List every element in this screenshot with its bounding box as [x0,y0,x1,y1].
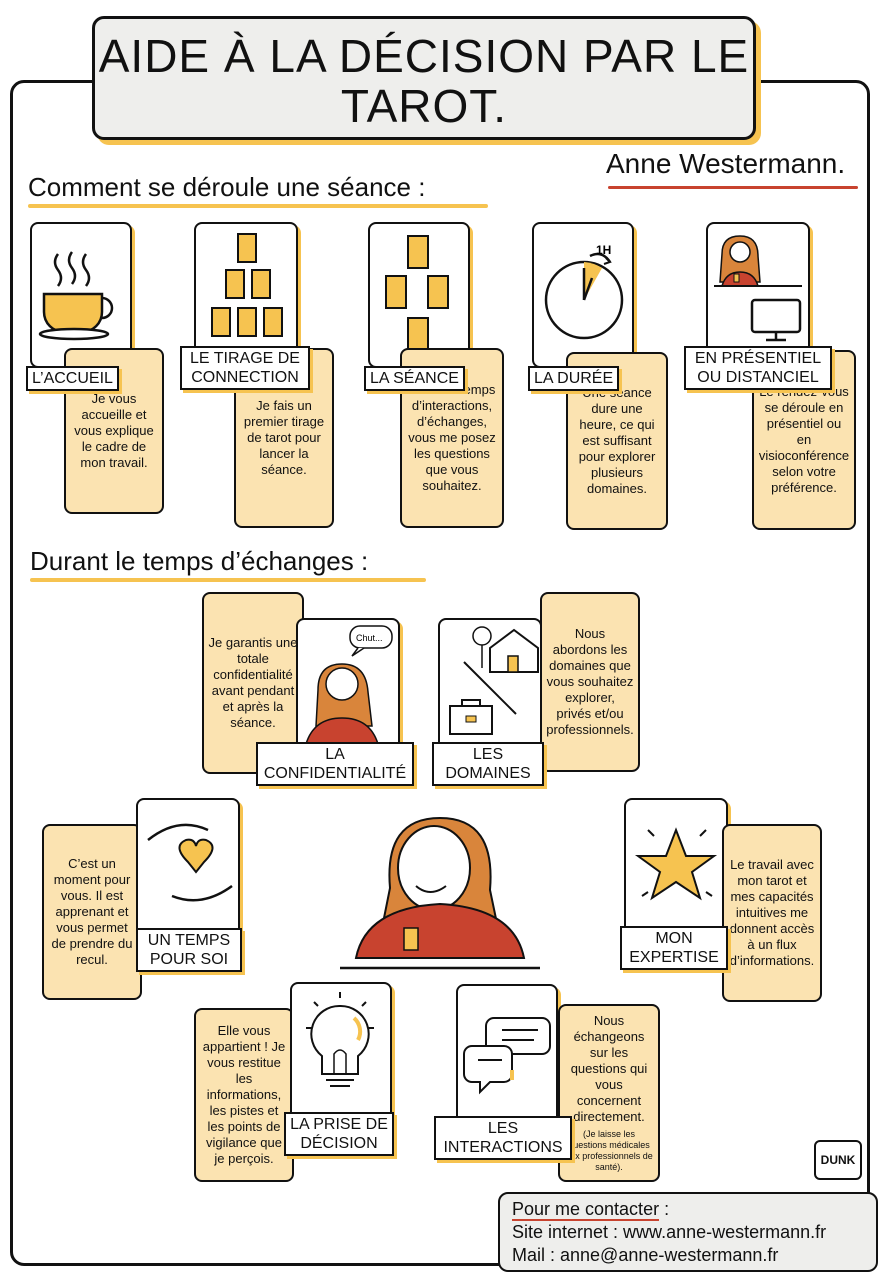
duration-badge: 1H [596,243,611,257]
speech-bubbles-icon [463,1017,551,1095]
tarot-spread-icon [211,233,283,337]
exchange-label-domains: LES DOMAINES [432,742,544,786]
step-label-presentiel: EN PRÉSENTIEL OU DISTANCIEL [684,346,832,390]
page-title: AIDE À LA DÉCISION PAR LE TAROT. [92,16,756,140]
chut-bubble: Chut... [356,633,383,643]
step-card-seance [368,222,470,368]
exchange-label-confidentiality: LA CONFIDENTIALITÉ [256,742,414,786]
lightbulb-icon [306,992,374,1087]
contact-heading: Pour me contacter [512,1199,660,1221]
step-label-seance: LA SÉANCE [364,366,465,391]
exchange-card-interactions [456,984,558,1140]
author-underline [608,186,858,189]
person-and-monitor-icon [714,235,802,342]
step-label-duree: LA DURÉE [528,366,620,391]
tarot-cross-icon [385,235,449,351]
contact-heading-line: Pour me contacter : [512,1198,864,1221]
exchange-label-expertise: MON EXPERTISE [620,926,728,970]
section-heading-echanges: Durant le temps d’échanges : [30,546,369,576]
house-and-briefcase-icon [449,626,539,735]
artist-signature: DUNK [814,1140,862,1180]
coffee-cup-icon [38,251,114,341]
exchange-card-time [136,798,240,952]
exchange-text-expertise: Le travail avec mon tarot et mes capacit… [722,824,822,1002]
contact-box: Pour me contacter : Site internet : www.… [498,1192,878,1272]
star-icon [634,827,718,901]
exchange-text-interactions: Nous échangeons sur les questions qui vo… [558,1004,660,1182]
section-underline [28,204,488,208]
step-label-accueil: L’ACCUEIL [26,366,119,391]
step-card-tirage [194,222,298,368]
heart-hands-icon [147,823,233,902]
step-card-presentiel [706,222,810,368]
exchange-text-time: C’est un moment pour vous. Il est appren… [42,824,142,1000]
contact-heading-colon: : [659,1199,670,1219]
section-underline [30,578,426,582]
section-heading-seance: Comment se déroule une séance : [28,172,426,202]
contact-mail[interactable]: Mail : anne@anne-westermann.fr [512,1245,779,1265]
exchange-label-time: UN TEMPS POUR SOI [136,928,242,972]
step-card-duree: 1H [532,222,634,368]
exchange-text-confidentiality: Je garantis une totale confidentialité a… [202,592,304,774]
exchange-label-interactions: LES INTERACTIONS [434,1116,572,1160]
exchange-text-decision: Elle vous appartient ! Je vous restitue … [194,1008,294,1182]
step-text-accueil: Je vous accueille et vous explique le ca… [64,348,164,514]
exchange-label-decision: LA PRISE DE DÉCISION [284,1112,394,1156]
interactions-note: (Je laisse les questions médicales aux p… [565,1129,653,1172]
tarot-reader-illustration [340,816,540,970]
timer-icon: 1H [544,243,624,340]
interactions-text: Nous échangeons sur les questions qui vo… [570,1013,648,1124]
exchange-text-domains: Nous abordons les domaines que vous souh… [540,592,640,772]
step-card-accueil [30,222,132,368]
secret-person-icon: Chut... [304,625,393,745]
contact-website[interactable]: Site internet : www.anne-westermann.fr [512,1222,827,1242]
step-label-tirage: LE TIRAGE DE CONNECTION [180,346,310,390]
author-name: Anne Westermann. [606,148,846,179]
